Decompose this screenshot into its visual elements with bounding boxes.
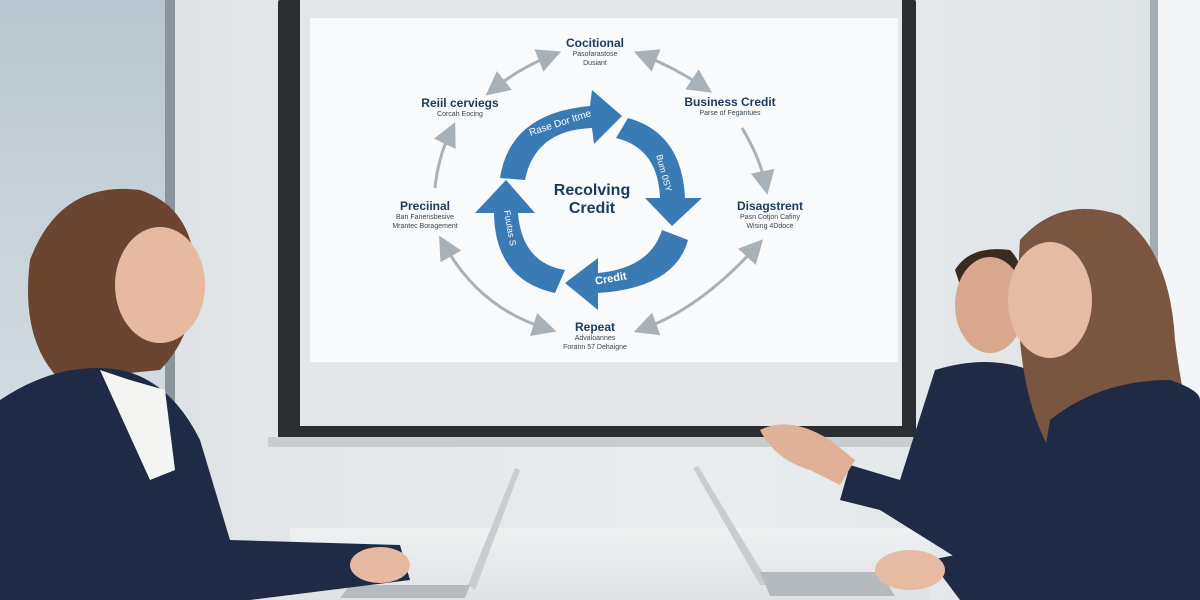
node-repeat: Repeat Advaloannes Forann 57 Dehaigne — [535, 320, 655, 352]
node-disagstrent: Disagstrent Pasn Cotjon Cafiny Wising 4D… — [710, 199, 830, 231]
laptop-left — [340, 468, 520, 598]
cycle-arrow-top — [500, 90, 622, 180]
connector-arrow — [633, 239, 764, 336]
node-subtitle: Pasn Cotjon Cafiny — [740, 214, 800, 221]
node-title: Reiil cerviegs — [421, 96, 499, 110]
node-preciinal: Preciinal Ban Fanensbesive Mrantec Borag… — [365, 199, 485, 231]
node-subtitle: Advaloannes — [574, 335, 616, 342]
node-subtitle: Mrantec Boragement — [392, 223, 458, 230]
connector-arrow — [740, 127, 775, 195]
node-title: Preciinal — [399, 199, 451, 213]
node-subtitle: Pasofarastose — [572, 51, 618, 58]
connector-arrow — [633, 49, 712, 93]
center-title: Recolving — [553, 182, 631, 199]
node-title: Cocitional — [565, 36, 624, 50]
person-right-man — [760, 249, 1060, 560]
node-cocitional: Cocitional Pasofarastose Dusiant — [535, 36, 655, 68]
connector-arrow — [439, 235, 557, 336]
node-reiil-cerviegs: Reiil cerviegs Corcah Eocing — [400, 96, 520, 119]
person-left-woman — [0, 188, 410, 600]
node-subtitle: Forann 57 Dehaigne — [563, 344, 627, 351]
node-subtitle: Dusiant — [583, 60, 607, 67]
cycle-arrow-left — [475, 180, 565, 293]
node-subtitle: Parse of Fegantues — [699, 110, 761, 117]
laptop-right — [693, 466, 895, 596]
cycle-diagram — [433, 49, 775, 336]
connector-arrow — [485, 49, 562, 96]
person-right-woman — [875, 208, 1200, 600]
node-subtitle: Ban Fanensbesive — [396, 214, 454, 221]
node-title: Business Credit — [684, 95, 776, 109]
node-title: Repeat — [574, 320, 615, 334]
connector-arrow — [433, 122, 456, 189]
node-business-credit: Business Credit Parse of Fegantues — [670, 95, 790, 118]
slide: Recolving Credit Rase Dor Itme Bum 0SY C… — [310, 18, 898, 362]
node-subtitle: Corcah Eocing — [437, 111, 483, 118]
center-title: Credit — [568, 200, 616, 217]
node-title: Disagstrent — [736, 199, 804, 213]
screen-bottom-bar — [268, 437, 930, 447]
cycle-arrow-right — [616, 118, 702, 226]
cycle-arrow-bottom — [565, 230, 688, 310]
node-subtitle: Wising 4Ddoce — [746, 223, 794, 230]
